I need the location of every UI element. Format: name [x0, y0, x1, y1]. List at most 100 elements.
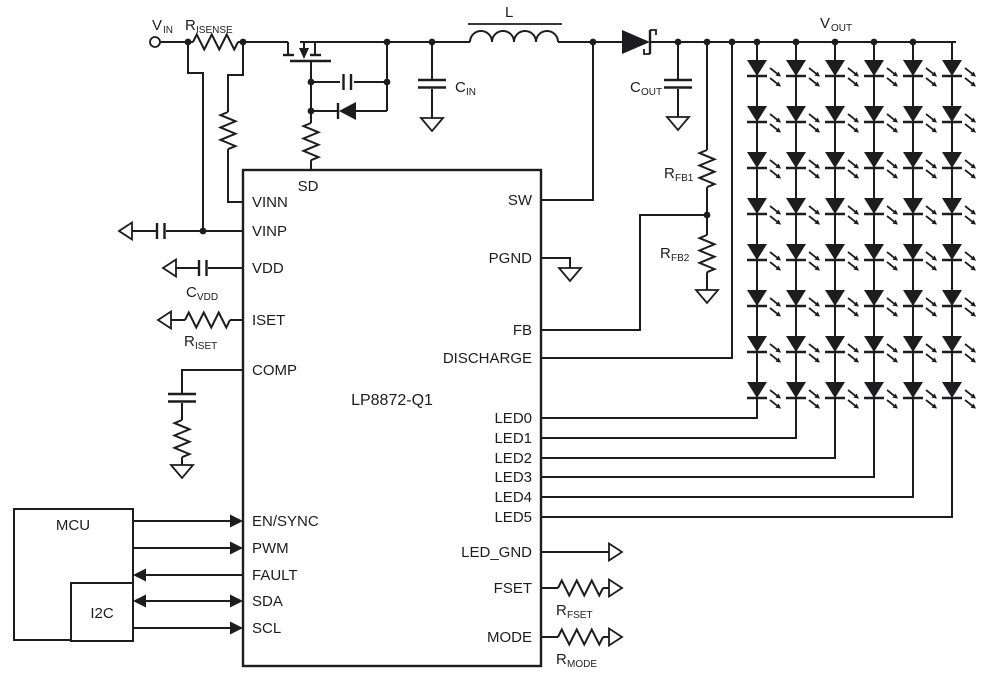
pin-vinn: VINN [252, 194, 288, 211]
pin-sda: SDA [252, 593, 283, 610]
pin-mode: MODE [487, 629, 532, 646]
pin-iset: ISET [252, 312, 285, 329]
pin-pwm: PWM [252, 540, 289, 557]
cvdd-label-sub: VDD [197, 292, 218, 303]
mcu-signal-wires [133, 514, 243, 635]
pgnd-ground-icon [541, 257, 582, 282]
led-icon [823, 288, 861, 318]
led-icon [940, 150, 978, 180]
vout-label-sub: OUT [831, 23, 852, 34]
led-icon [862, 104, 900, 134]
pwm-arrow-icon [230, 541, 243, 555]
inductor-icon: L [468, 4, 622, 43]
ic-block: LP8872-Q1 SD VINN VINP VDD ISET COMP EN/… [241, 168, 543, 668]
cin-label-sub: IN [466, 87, 476, 98]
junction-dot [870, 38, 878, 46]
led-icon [901, 58, 939, 88]
sda-arrow-left-icon [133, 594, 146, 608]
led-icon [940, 58, 978, 88]
mcu-label: MCU [56, 517, 90, 534]
pin-led1: LED1 [494, 430, 532, 447]
led-icon [862, 334, 900, 364]
led-gnd-arrow [541, 542, 623, 562]
pin-led2: LED2 [494, 450, 532, 467]
riset-label: R [184, 333, 195, 350]
led-icon [823, 196, 861, 226]
led-string-wire [541, 42, 758, 419]
pin-sd: SD [298, 178, 319, 195]
led-icon [745, 288, 783, 318]
led-icon [784, 288, 822, 318]
led-icon [901, 334, 939, 364]
rfb2-label: R [660, 245, 671, 262]
riset-label-sub: ISET [195, 341, 217, 352]
sd-resistor-icon [300, 122, 322, 170]
risense-label: R [185, 17, 196, 34]
led-icon [745, 150, 783, 180]
pin-comp: COMP [252, 362, 297, 379]
rmode-label-sub: MODE [567, 659, 597, 670]
led-string-wire [541, 42, 836, 459]
led-icon [823, 104, 861, 134]
led-icon [862, 58, 900, 88]
rfb2-label-sub: FB2 [671, 253, 690, 264]
led-icon [940, 242, 978, 272]
rfb1-label: R [664, 165, 675, 182]
led-string-wire [541, 42, 914, 498]
cin-label: C [455, 79, 466, 96]
led-icon [745, 334, 783, 364]
sw-wire [541, 42, 594, 201]
led-icon [940, 380, 978, 410]
discharge-wire [541, 42, 733, 359]
rfb1-label-sub: FB1 [675, 173, 694, 184]
led-icon [940, 104, 978, 134]
pin-fault: FAULT [252, 567, 298, 584]
led-icon [745, 104, 783, 134]
led-icon [940, 334, 978, 364]
comp-network-icon [168, 369, 243, 479]
inductor-label: L [505, 4, 513, 21]
sda-arrow-right-icon [230, 594, 243, 608]
riset-resistor-icon: R ISET [157, 310, 243, 352]
pin-led3: LED3 [494, 469, 532, 486]
led-string-wire [541, 42, 953, 518]
rmode-resistor-icon: R MODE [541, 627, 623, 670]
cout-label: C [630, 79, 641, 96]
vinp-capacitor-icon [118, 221, 243, 241]
gate-diode-icon [311, 42, 388, 120]
led-icon [901, 288, 939, 318]
vout-label: V [820, 15, 830, 32]
cvdd-capacitor-icon: C VDD [162, 258, 243, 303]
rfset-resistor-icon: R FSET [541, 578, 623, 621]
led-icon [823, 242, 861, 272]
ic-name: LP8872-Q1 [351, 392, 433, 409]
pin-fset: FSET [494, 580, 532, 597]
pin-discharge: DISCHARGE [443, 350, 532, 367]
led-icon [784, 334, 822, 364]
led-icon [745, 58, 783, 88]
led-string-wire [541, 42, 797, 439]
led-string-wire [541, 42, 875, 478]
led-icon [901, 196, 939, 226]
cin-capacitor-icon: C IN [418, 42, 476, 132]
led-icon [901, 380, 939, 410]
pin-led4: LED4 [494, 489, 532, 506]
led-icon [940, 196, 978, 226]
led-icon [901, 150, 939, 180]
pin-sw: SW [508, 192, 533, 209]
en-sync-arrow-icon [230, 514, 243, 528]
cout-capacitor-icon: C OUT [630, 42, 692, 131]
vin-label-sub: IN [163, 25, 173, 36]
led-icon [784, 196, 822, 226]
schottky-diode-icon: V OUT [622, 15, 956, 55]
rfb1-resistor-icon: R FB1 [664, 42, 718, 215]
led-icon [862, 196, 900, 226]
risense-resistor: R ISENSE [160, 17, 288, 52]
rfb2-resistor-icon: R FB2 [660, 215, 719, 304]
led-icon [784, 58, 822, 88]
led-matrix [541, 38, 978, 518]
cout-label-sub: OUT [641, 87, 662, 98]
junction-dot [909, 38, 917, 46]
pin-pgnd: PGND [489, 250, 533, 267]
